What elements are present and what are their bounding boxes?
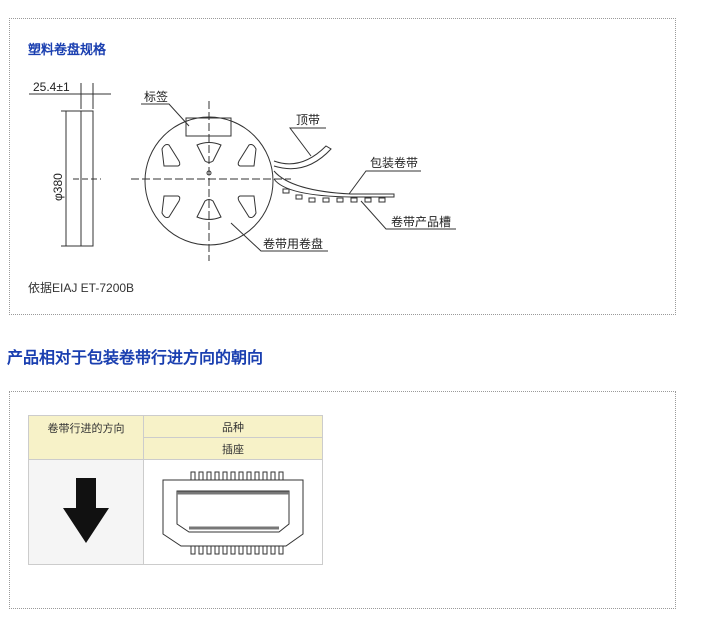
carrier-tape-callout: 包装卷带 [370, 155, 418, 170]
socket-pin [190, 545, 195, 554]
width-dimension: 25.4±1 [33, 80, 70, 94]
socket-pin [262, 471, 267, 480]
socket-pin [198, 471, 203, 480]
socket-cell [143, 459, 323, 565]
standard-note: 依据EIAJ ET-7200B [28, 281, 135, 295]
orientation-title: 产品相对于包装卷带行进方向的朝向 [7, 350, 264, 367]
socket-pin [214, 545, 219, 554]
top-tape-callout: 顶带 [296, 113, 320, 127]
orientation-panel: 卷带行进的方向 品种 插座 [9, 391, 676, 609]
socket-pin [206, 471, 211, 480]
socket-pin [278, 471, 283, 480]
orientation-table: 卷带行进的方向 品种 插座 [28, 415, 323, 565]
reel-spec-title: 塑料卷盘规格 [28, 42, 107, 57]
socket-pin [270, 471, 275, 480]
socket-pin [238, 471, 243, 480]
direction-header: 卷带行进的方向 [28, 415, 144, 460]
socket-header: 插座 [143, 437, 323, 460]
diameter-dimension: φ380 [51, 173, 65, 201]
socket-pin [222, 545, 227, 554]
socket-pin [254, 545, 259, 554]
socket-drawing-icon [162, 471, 303, 554]
socket-pin [270, 545, 275, 554]
socket-pin [238, 545, 243, 554]
pocket-callout: 卷带产品槽 [391, 214, 451, 229]
socket-pin [278, 545, 283, 554]
socket-pin [230, 471, 235, 480]
arrow-down-icon [63, 477, 109, 543]
socket-pin [246, 471, 251, 480]
type-header: 品种 [143, 415, 323, 438]
socket-pin [190, 471, 195, 480]
socket-pin [198, 545, 203, 554]
socket-pin [246, 545, 251, 554]
socket-pin [262, 545, 267, 554]
socket-pin [230, 545, 235, 554]
socket-pin [206, 545, 211, 554]
reel-callout: 卷带用卷盘 [263, 236, 323, 251]
socket-pin [222, 471, 227, 480]
direction-cell [28, 459, 144, 565]
reel-spec-panel: 塑料卷盘规格 25.4±1 φ380 标签 顶带 包装卷带 卷带产品槽 卷带用卷… [9, 18, 676, 315]
reel-diagram: 25.4±1 φ380 标签 顶带 包装卷带 卷带产品槽 卷带用卷盘 [29, 80, 456, 261]
socket-pin [214, 471, 219, 480]
label-callout: 标签 [144, 89, 168, 104]
socket-pin [254, 471, 259, 480]
